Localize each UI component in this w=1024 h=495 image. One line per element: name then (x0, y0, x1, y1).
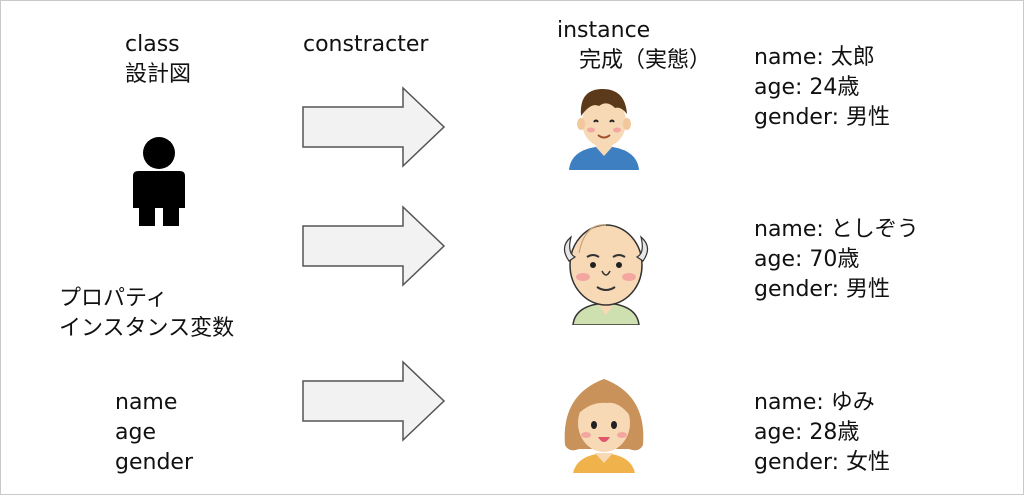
attr-gender: gender: 女性 (754, 450, 891, 475)
attr-age: age: 70歳 (754, 247, 860, 272)
instance-label: instance (557, 18, 651, 43)
class-label: class (125, 32, 180, 57)
arrow-right-icon (302, 86, 446, 168)
attr-age: age: 28歳 (754, 420, 860, 445)
field-gender: gender (115, 450, 193, 475)
class-subtitle: 設計図 (125, 62, 192, 87)
field-name: name (115, 390, 178, 415)
woman-icon (564, 379, 644, 473)
field-age: age (115, 420, 156, 445)
person-silhouette-icon (133, 137, 185, 226)
attr-gender: gender: 男性 (754, 105, 891, 130)
class-heading: class 設計図 (125, 30, 191, 90)
attr-name: name: としぞう (754, 217, 919, 242)
field-list: name age gender (115, 388, 193, 478)
attr-gender: gender: 男性 (754, 277, 891, 302)
old-man-icon (563, 224, 649, 325)
constructor-label: constracter (303, 32, 429, 57)
properties-label: プロパティ (59, 286, 168, 311)
instance-attributes-taro: name: 太郎 age: 24歳 gender: 男性 (754, 43, 890, 133)
attr-name: name: 太郎 (754, 45, 875, 70)
young-man-icon (569, 88, 639, 170)
instance-subtitle: 完成（実態） (579, 48, 712, 73)
instance-variables-label: インスタンス変数 (59, 316, 235, 341)
instance-attributes-yumi: name: ゆみ age: 28歳 gender: 女性 (754, 388, 890, 478)
attr-name: name: ゆみ (754, 390, 875, 415)
instance-attributes-toshizo: name: としぞう age: 70歳 gender: 男性 (754, 215, 919, 305)
attr-age: age: 24歳 (754, 75, 860, 100)
arrow-right-icon (302, 360, 446, 442)
properties-heading: プロパティ インスタンス変数 (59, 284, 234, 344)
arrow-right-icon (302, 205, 446, 287)
